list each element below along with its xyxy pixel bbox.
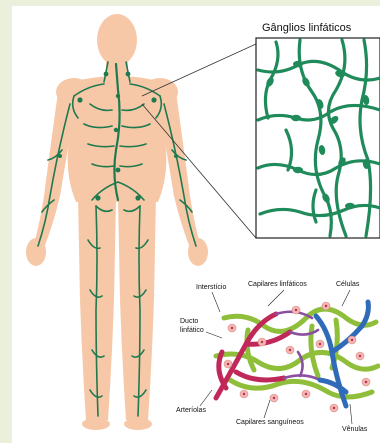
arterioles-label: Arteríolas — [176, 407, 206, 414]
venules-label: Vênulas — [342, 426, 367, 433]
blood-capillaries-label: Capilares sanguíneos — [236, 419, 304, 426]
lymphatic-duct-label-line2: linfático — [180, 327, 204, 334]
zoom-connector-top — [142, 44, 256, 96]
magnified-lymph-panel — [256, 38, 380, 238]
lymph-nodes-label: Gânglios linfáticos — [262, 22, 351, 34]
cells-label: Células — [336, 281, 359, 288]
lymphatic-capillaries-label: Capilares linfáticos — [248, 281, 307, 288]
capillary-bed-illustration — [200, 290, 378, 424]
interstitium-label: Interstício — [196, 284, 226, 291]
lymphatic-duct-label-line1: Ducto — [180, 318, 198, 325]
